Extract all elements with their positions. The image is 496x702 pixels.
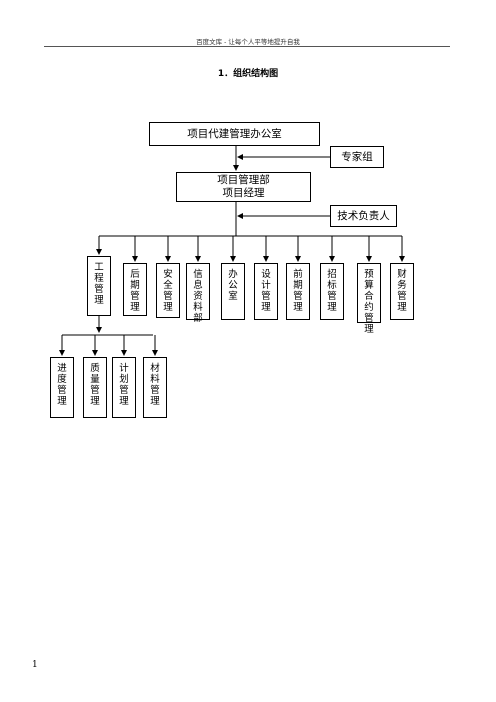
section-title: 1．组织结构图 [217,69,279,79]
engineering-sub-label: 进度管理 [57,363,67,407]
dept-box: 后期管理 [123,263,147,316]
dept-label: 信息资料部 [193,269,203,324]
dept-box: 办公室 [221,263,245,320]
project-manager-label: 项目经理 [222,187,265,199]
dept-label: 设计管理 [261,269,271,313]
box-project-dept: 项目管理部 项目经理 [176,172,311,202]
box-expert-group: 专家组 [330,146,384,168]
engineering-sub-box: 进度管理 [50,357,74,418]
page-number: 1 [32,660,38,670]
dept-label: 安全管理 [163,269,173,313]
box-top-office: 项目代建管理办公室 [149,122,320,146]
engineering-sub-label: 质量管理 [90,363,100,407]
dept-box: 设计管理 [254,263,278,320]
dept-label: 预算合约管理 [364,269,374,335]
dept-box: 工程管理 [87,256,111,316]
dept-box: 招标管理 [320,263,344,320]
dept-label: 招标管理 [327,269,337,313]
dept-box: 安全管理 [156,263,180,318]
engineering-sub-label: 材料管理 [150,363,160,407]
dept-label: 办公室 [228,269,238,302]
engineering-sub-box: 质量管理 [83,357,107,418]
engineering-sub-box: 计划管理 [112,357,136,418]
header-divider [44,46,450,47]
expert-group-label: 专家组 [341,150,373,163]
dept-label: 后期管理 [130,269,140,313]
dept-box: 前期管理 [286,263,310,320]
dept-label: 财务管理 [397,269,407,313]
dept-label: 工程管理 [94,262,104,306]
dept-box: 预算合约管理 [357,263,381,335]
project-dept-label: 项目管理部 [217,174,270,186]
tech-lead-label: 技术负责人 [337,209,390,222]
page-header: 百度文库 - 让每个人平等地提升自我 [196,38,300,46]
box-tech-lead: 技术负责人 [330,205,397,227]
dept-box: 信息资料部 [186,263,210,324]
dept-box: 财务管理 [390,263,414,320]
engineering-sub-box: 材料管理 [143,357,167,418]
top-office-label: 项目代建管理办公室 [187,127,282,140]
dept-label: 前期管理 [293,269,303,313]
engineering-sub-label: 计划管理 [119,363,129,407]
